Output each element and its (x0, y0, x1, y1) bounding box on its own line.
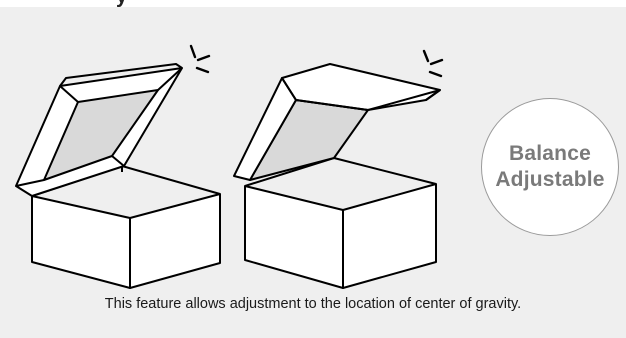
badge-line-2: Adjustable (495, 168, 605, 191)
balance-adjustable-badge: Balance Adjustable (481, 98, 619, 236)
heading-fragment: y (116, 0, 136, 7)
box-flipped-lid-icon (233, 63, 441, 289)
motion-lines-icon (422, 49, 444, 78)
box-open-lid-icon (15, 63, 221, 289)
motion-lines-icon (189, 44, 211, 74)
top-bar (0, 0, 626, 7)
badge-line-1: Balance (509, 142, 591, 165)
caption: This feature allows adjustment to the lo… (104, 296, 522, 312)
